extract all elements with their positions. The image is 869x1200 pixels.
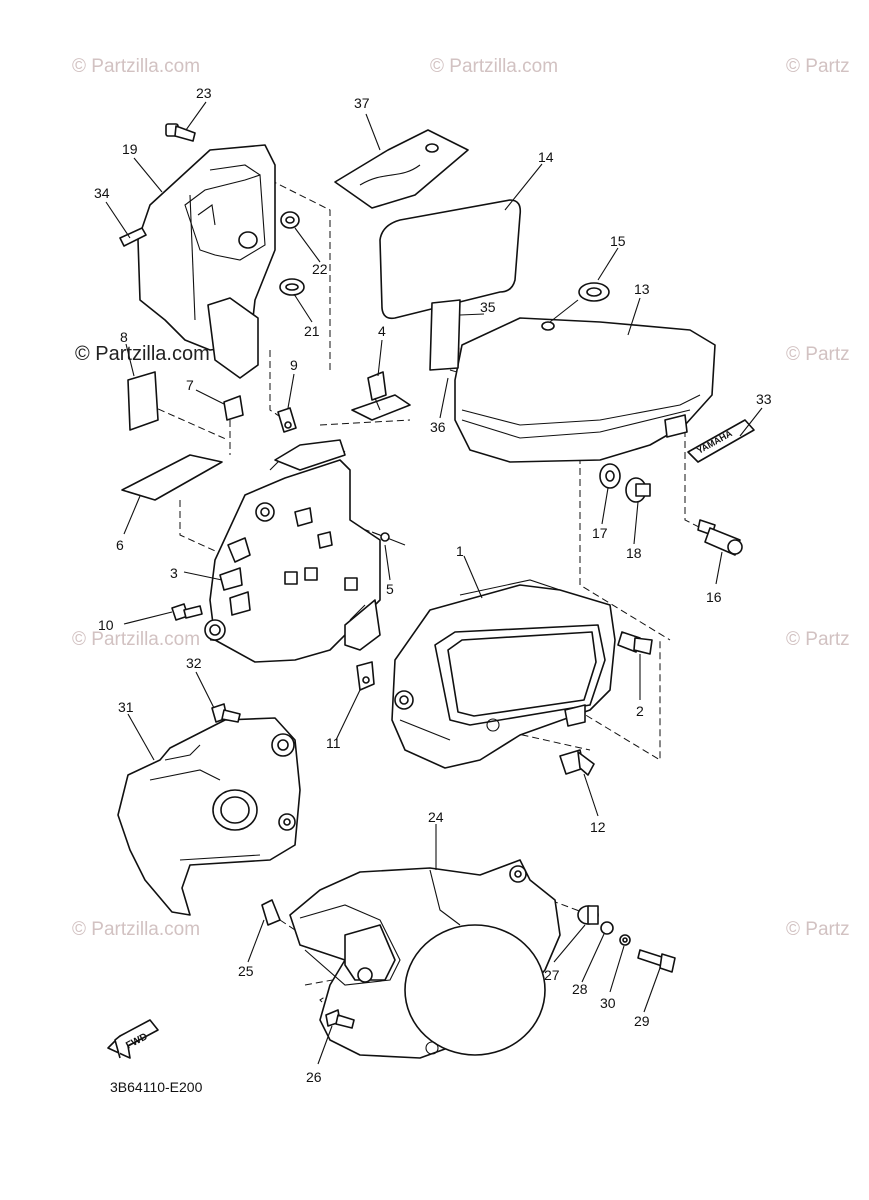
- callout-4: 4: [378, 323, 386, 339]
- callout-36: 36: [430, 419, 446, 435]
- part-19-case-cover: [137, 144, 276, 379]
- part-13-side-cover: [454, 299, 716, 463]
- callout-2: 2: [636, 703, 644, 719]
- callout-35: 35: [480, 299, 496, 315]
- callout-3: 3: [170, 565, 178, 581]
- watermark: © Partzilla.com: [75, 343, 210, 365]
- part-25-sponge: [261, 899, 281, 926]
- part-29-bolt: [637, 949, 676, 973]
- part-5-pin: [371, 531, 406, 546]
- part-31-cover: [117, 717, 301, 916]
- part-24-duct-cover: [289, 859, 561, 1059]
- callout-12: 12: [590, 819, 606, 835]
- part-4-bracket: [351, 371, 411, 421]
- watermark: © Partzilla.com: [72, 629, 200, 650]
- callout-14: 14: [538, 149, 554, 165]
- callout-30: 30: [600, 995, 616, 1011]
- callout-22: 22: [312, 261, 328, 277]
- part-18-collar: [625, 477, 651, 503]
- callout-6: 6: [116, 537, 124, 553]
- watermark: © Partz: [786, 56, 850, 77]
- part-3-air-box: [204, 439, 381, 663]
- callout-17: 17: [592, 525, 608, 541]
- part-28-collar: [600, 921, 614, 935]
- part-6-pad: [121, 454, 223, 501]
- part-37-pad: [334, 129, 469, 209]
- part-2-bolt: [617, 631, 653, 655]
- part-21-grommet: [279, 278, 305, 296]
- callout-19: 19: [122, 141, 138, 157]
- callout-32: 32: [186, 655, 202, 671]
- part-33-emblem: YAMAHA: [687, 419, 755, 463]
- callout-5: 5: [386, 581, 394, 597]
- callout-8: 8: [120, 329, 128, 345]
- watermark: © Partz: [786, 344, 850, 365]
- part-10-bolt: [171, 603, 203, 621]
- part-8-pad: [127, 371, 159, 431]
- callout-7: 7: [186, 377, 194, 393]
- part-35-pad: [429, 299, 461, 371]
- part-16-screw: [697, 519, 743, 556]
- callout-10: 10: [98, 617, 114, 633]
- callout-15: 15: [610, 233, 626, 249]
- leader-lines: [105, 101, 763, 1065]
- part-22-grommet: [280, 211, 300, 229]
- callout-26: 26: [306, 1069, 322, 1085]
- watermark: © Partz: [786, 629, 850, 650]
- part-9-clip: [277, 407, 297, 433]
- callout-31: 31: [118, 699, 134, 715]
- callouts: 23 19 34 22 21 37 14 15 13 35 36 33 4 8 …: [94, 85, 772, 1085]
- part-17-grommet: [599, 463, 621, 489]
- callout-24: 24: [428, 809, 444, 825]
- diagram-code: 3B64110-E200: [110, 1079, 203, 1095]
- part-15-grommet: [578, 282, 610, 302]
- callout-37: 37: [354, 95, 370, 111]
- part-23-bolt: [165, 123, 196, 142]
- part-30-washer: [619, 934, 631, 946]
- part-1-filter-case: [391, 579, 616, 769]
- callout-33: 33: [756, 391, 772, 407]
- callout-25: 25: [238, 963, 254, 979]
- callout-11: 11: [326, 735, 341, 751]
- watermark: © Partz: [786, 919, 850, 940]
- part-14-panel-plate: [379, 199, 522, 320]
- callout-34: 34: [94, 185, 110, 201]
- callout-29: 29: [634, 1013, 650, 1029]
- part-34-strap: [119, 227, 147, 247]
- watermark: © Partzilla.com: [430, 56, 558, 77]
- watermark: © Partzilla.com: [72, 919, 200, 940]
- callout-21: 21: [304, 323, 320, 339]
- part-12-bolt: [559, 749, 595, 776]
- part-27-grommet: [577, 905, 599, 925]
- callout-18: 18: [626, 545, 642, 561]
- callout-16: 16: [706, 589, 722, 605]
- part-26-screw: [325, 1009, 355, 1029]
- watermark: © Partzilla.com: [72, 56, 200, 77]
- callout-9: 9: [290, 357, 298, 373]
- part-11-clip: [356, 661, 375, 691]
- part-32-bolt: [211, 703, 241, 723]
- callout-27: 27: [544, 967, 560, 983]
- callout-28: 28: [572, 981, 588, 997]
- callout-13: 13: [634, 281, 650, 297]
- callout-1: 1: [456, 543, 464, 559]
- callout-23: 23: [196, 85, 212, 101]
- fwd-arrow-icon: FWD: [107, 1019, 159, 1059]
- part-7-sponge: [223, 395, 244, 421]
